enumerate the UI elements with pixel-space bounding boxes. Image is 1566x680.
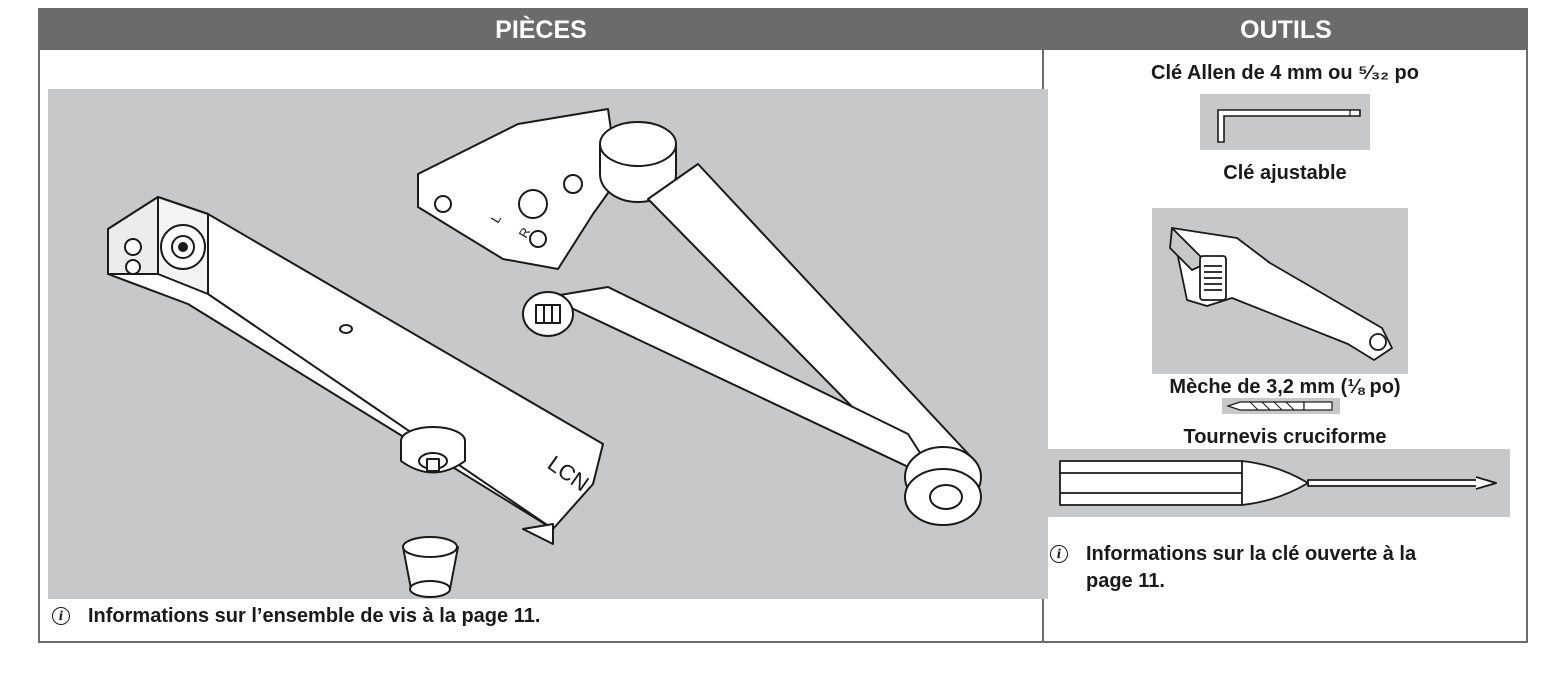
forearm: [522, 286, 939, 482]
info-icon: i: [1050, 545, 1068, 563]
cover-cap: [402, 536, 459, 598]
pieces-note: i Informations sur l’ensemble de vis à la…: [52, 605, 540, 628]
outils-header: OUTILS: [1044, 10, 1528, 50]
tool-label-allen-key: Clé Allen de 4 mm ou ⁵⁄₃₂ po: [1151, 62, 1419, 84]
adjustable-wrench-icon: [1152, 208, 1408, 374]
outils-header-label: OUTILS: [1240, 15, 1332, 44]
pieces-header-label: PIÈCES: [495, 15, 587, 44]
outils-note: i Informations sur la clé ouverte à la pa…: [1050, 541, 1500, 595]
door-closer-body: LCN: [107, 196, 604, 545]
pieces-header: PIÈCES: [40, 10, 1042, 50]
tool-label-drill-bit: Mèche de 3,2 mm (⅛ po): [1169, 376, 1401, 398]
outils-note-line1: Informations sur la clé ouverte à la: [1086, 543, 1417, 565]
parts-illustration: LCN L R: [48, 89, 1048, 599]
arm-elbow: [904, 446, 982, 526]
pieces-note-text: Informations sur l’ensemble de vis à la …: [88, 605, 541, 627]
outils-note-line2: page 11.: [1086, 570, 1165, 592]
drill-bit-icon: [1222, 398, 1340, 414]
tool-label-screwdriver: Tournevis cruciforme: [1183, 426, 1387, 448]
tool-label-adjustable-wrench: Clé ajustable: [1223, 162, 1347, 184]
info-icon: i: [52, 607, 70, 625]
phillips-screwdriver-icon: [1046, 449, 1510, 517]
mounting-bracket: L R: [417, 108, 677, 270]
allen-key-icon: [1200, 94, 1370, 150]
